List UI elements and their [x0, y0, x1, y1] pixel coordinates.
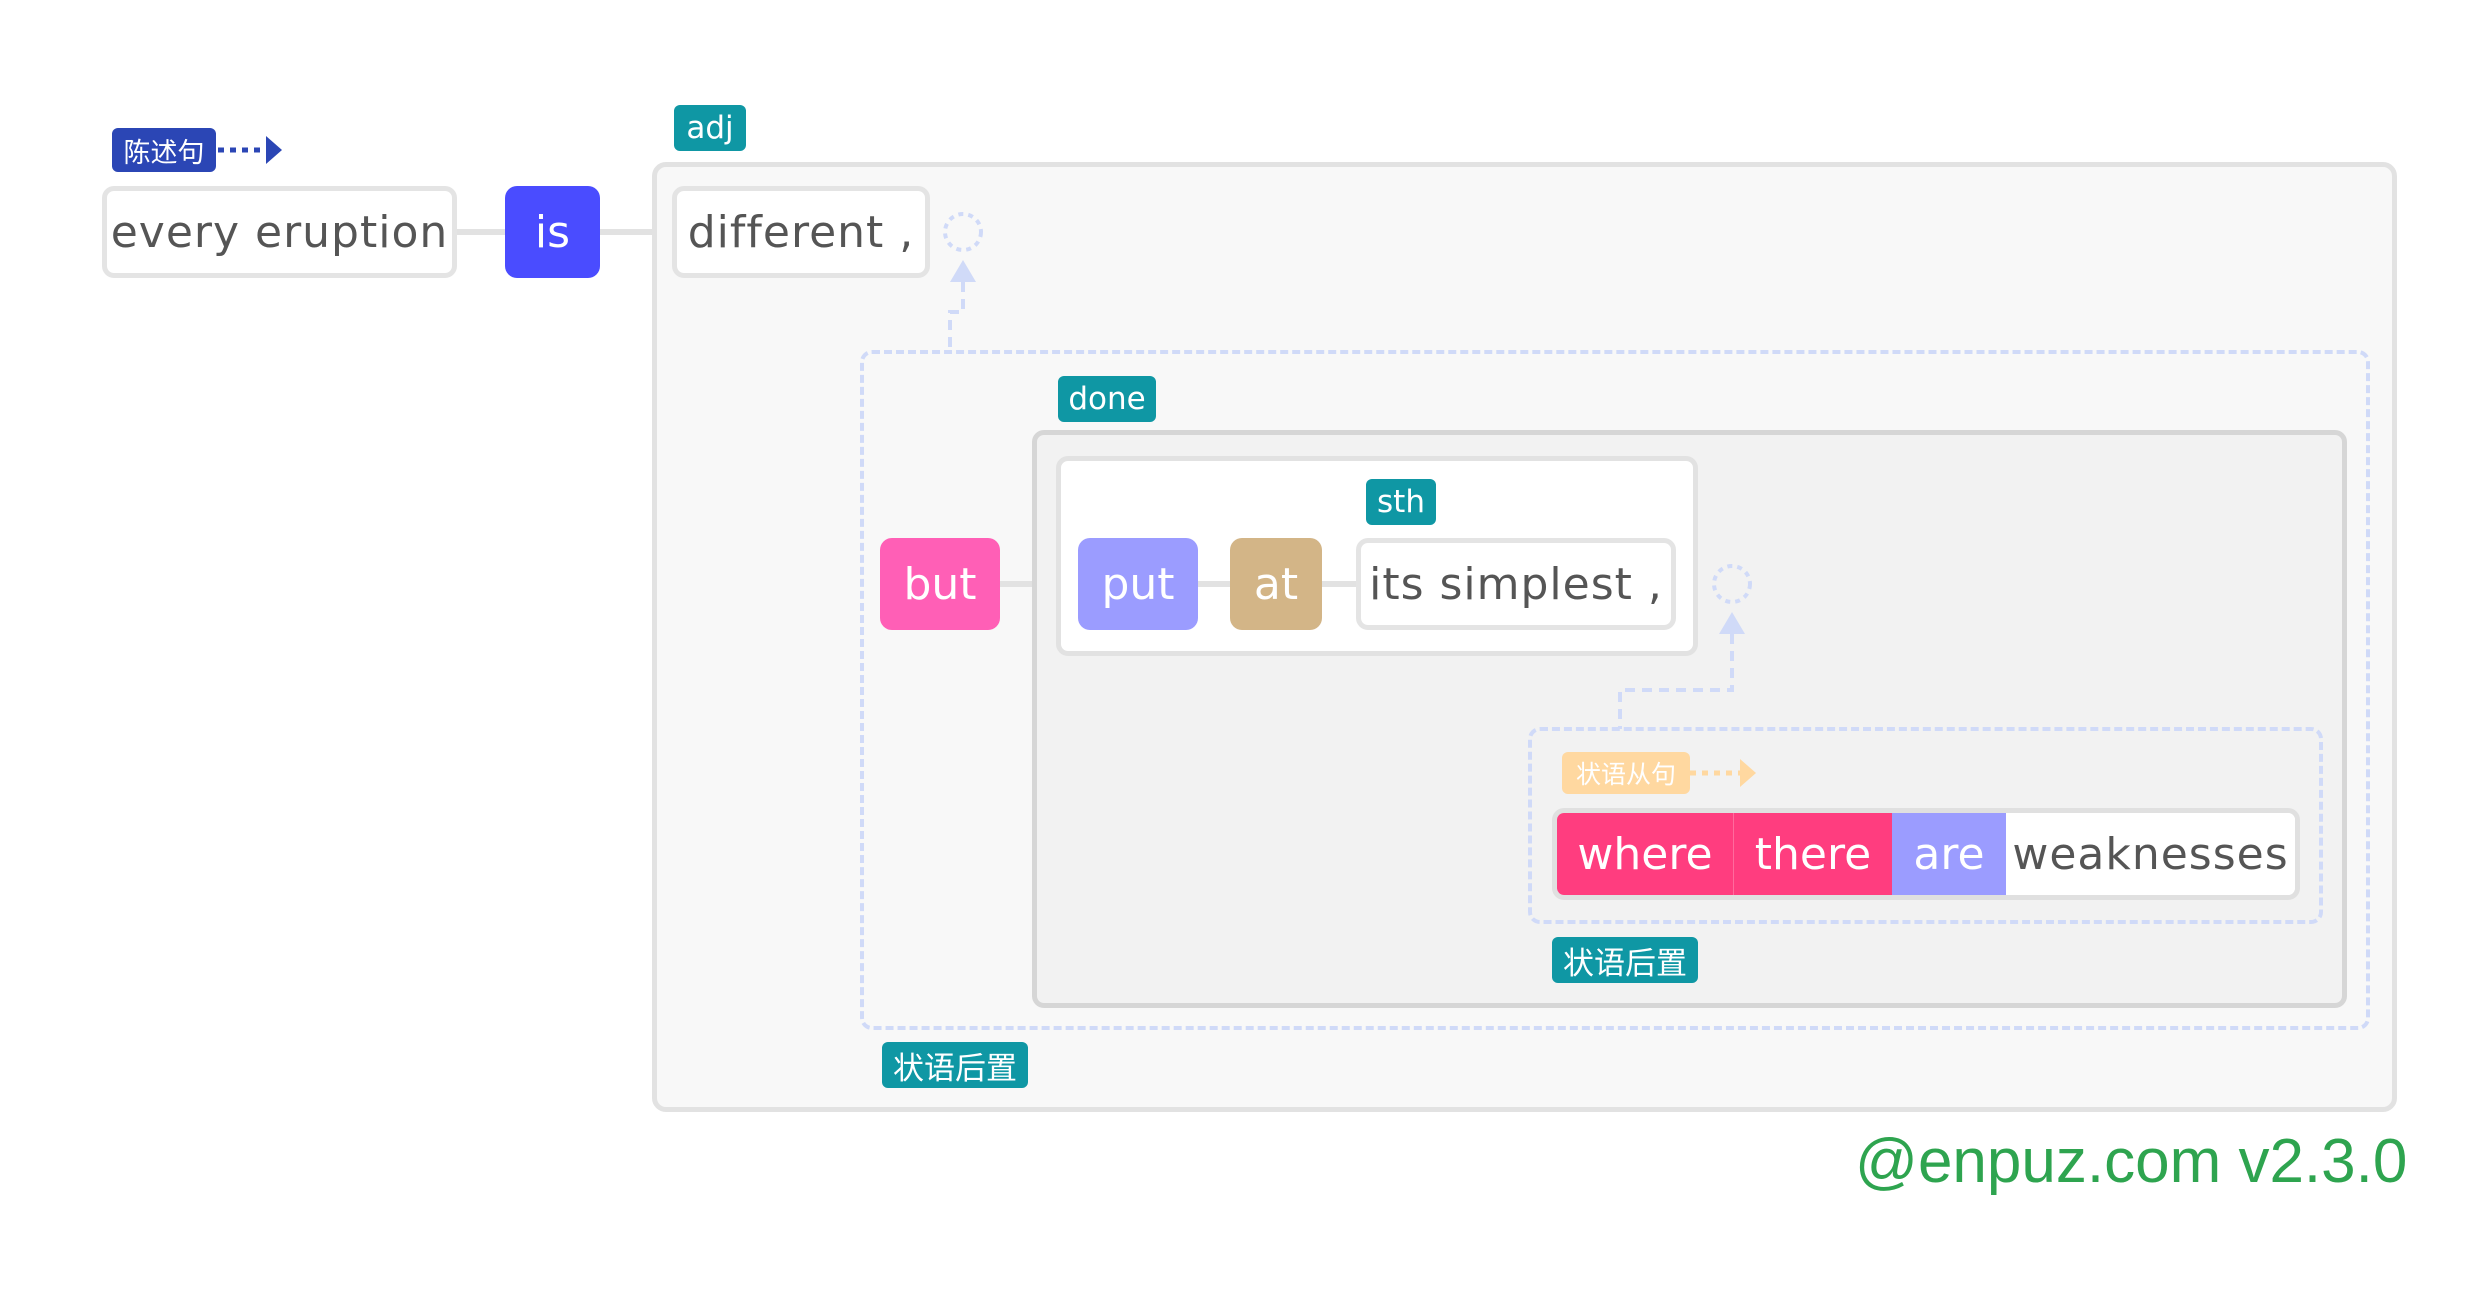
- conjunction-chip: but: [880, 538, 1000, 630]
- connector-line: [600, 229, 652, 235]
- complement-word: different ,: [672, 186, 930, 278]
- relative-adverb-word: where: [1557, 813, 1733, 895]
- connector-line: [1000, 581, 1032, 587]
- watermark: @enpuz.com v2.3.0: [1855, 1127, 2408, 1196]
- object-word: its simplest ,: [1356, 538, 1676, 630]
- outer-postposition-tag: 状语后置: [882, 1042, 1028, 1088]
- clause-sentence: where there are weaknesses: [1552, 808, 2300, 900]
- expletive-word: there: [1733, 813, 1892, 895]
- attach-point-inner: [1712, 564, 1752, 604]
- attach-point-outer: [943, 212, 983, 252]
- subject-word: every eruption: [102, 186, 457, 278]
- attach-line-inner: [1618, 634, 1734, 729]
- complement-tag: adj: [674, 105, 746, 151]
- participle-verb-chip: put: [1078, 538, 1198, 630]
- preposition-chip: at: [1230, 538, 1322, 630]
- adverbial-postposition-outer: [860, 350, 2370, 1030]
- clause-verb-word: are: [1892, 813, 2006, 895]
- connector-line: [1322, 581, 1356, 587]
- inner-postposition-tag: 状语后置: [1552, 937, 1698, 983]
- object-tag: sth: [1366, 479, 1436, 525]
- verb-chip: is: [505, 186, 600, 278]
- sentence-type-tag: 陈述句: [112, 128, 216, 172]
- sentence-type-arrowhead: [266, 136, 282, 164]
- clause-subject-word: weaknesses: [2006, 813, 2295, 895]
- clause-type-arrowhead: [1740, 759, 1756, 787]
- clause-type-tag: 状语从句: [1562, 752, 1690, 794]
- attach-arrowhead-outer: [950, 260, 976, 282]
- connector-line: [457, 229, 505, 235]
- connector-line: [1198, 581, 1230, 587]
- attach-arrowhead-inner: [1719, 612, 1745, 634]
- attach-line-outer: [948, 282, 965, 352]
- participle-tag: done: [1058, 376, 1156, 422]
- adverbial-clause-block: [1528, 727, 2323, 924]
